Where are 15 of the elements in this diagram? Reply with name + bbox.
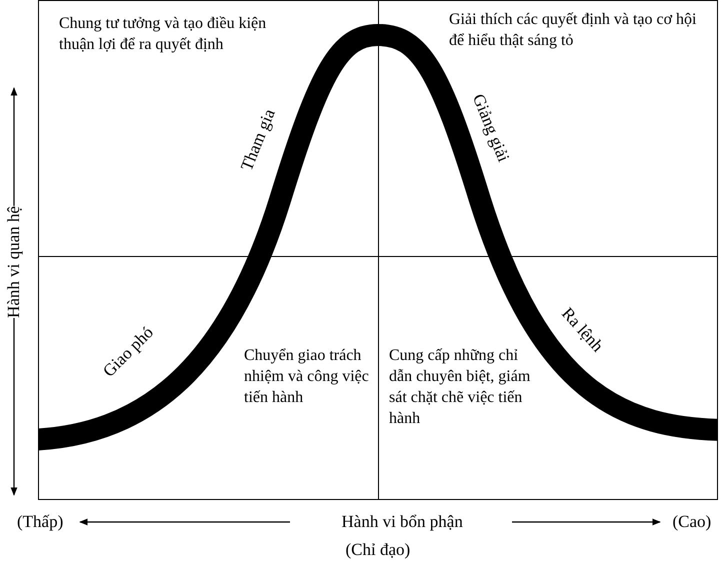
curve-label: Tham gia — [236, 106, 280, 174]
axis-label: Hành vi bổn phận — [342, 512, 463, 532]
quadrant-text: Giải thích các quyết định và tạo cơ hội để hiểu thật sáng tỏ — [449, 10, 698, 51]
quadrant-text: Chung tư tưởng và tạo điều kiện thuận lợi để ra quyết định — [59, 14, 268, 55]
curve-label: Giao phó — [98, 322, 158, 382]
curve-label: Giảng giải — [468, 91, 513, 165]
quadrant-box — [378, 256, 718, 500]
quadrant-text: Chuyển giao trách nhiệm và công việc tiến hành — [244, 346, 370, 408]
quadrant-box — [378, 0, 718, 257]
axis-label: (Cao) — [672, 512, 712, 532]
quadrant-box — [38, 0, 379, 257]
axis-label: (Chỉ đạo) — [346, 540, 410, 560]
axis-label: (Thấp) — [17, 512, 64, 532]
quadrant-box — [38, 256, 379, 500]
quadrant-text: Cung cấp những chỉ dẫn chuyên biệt, giám sát chặt chẽ việc tiến hành — [389, 346, 532, 429]
